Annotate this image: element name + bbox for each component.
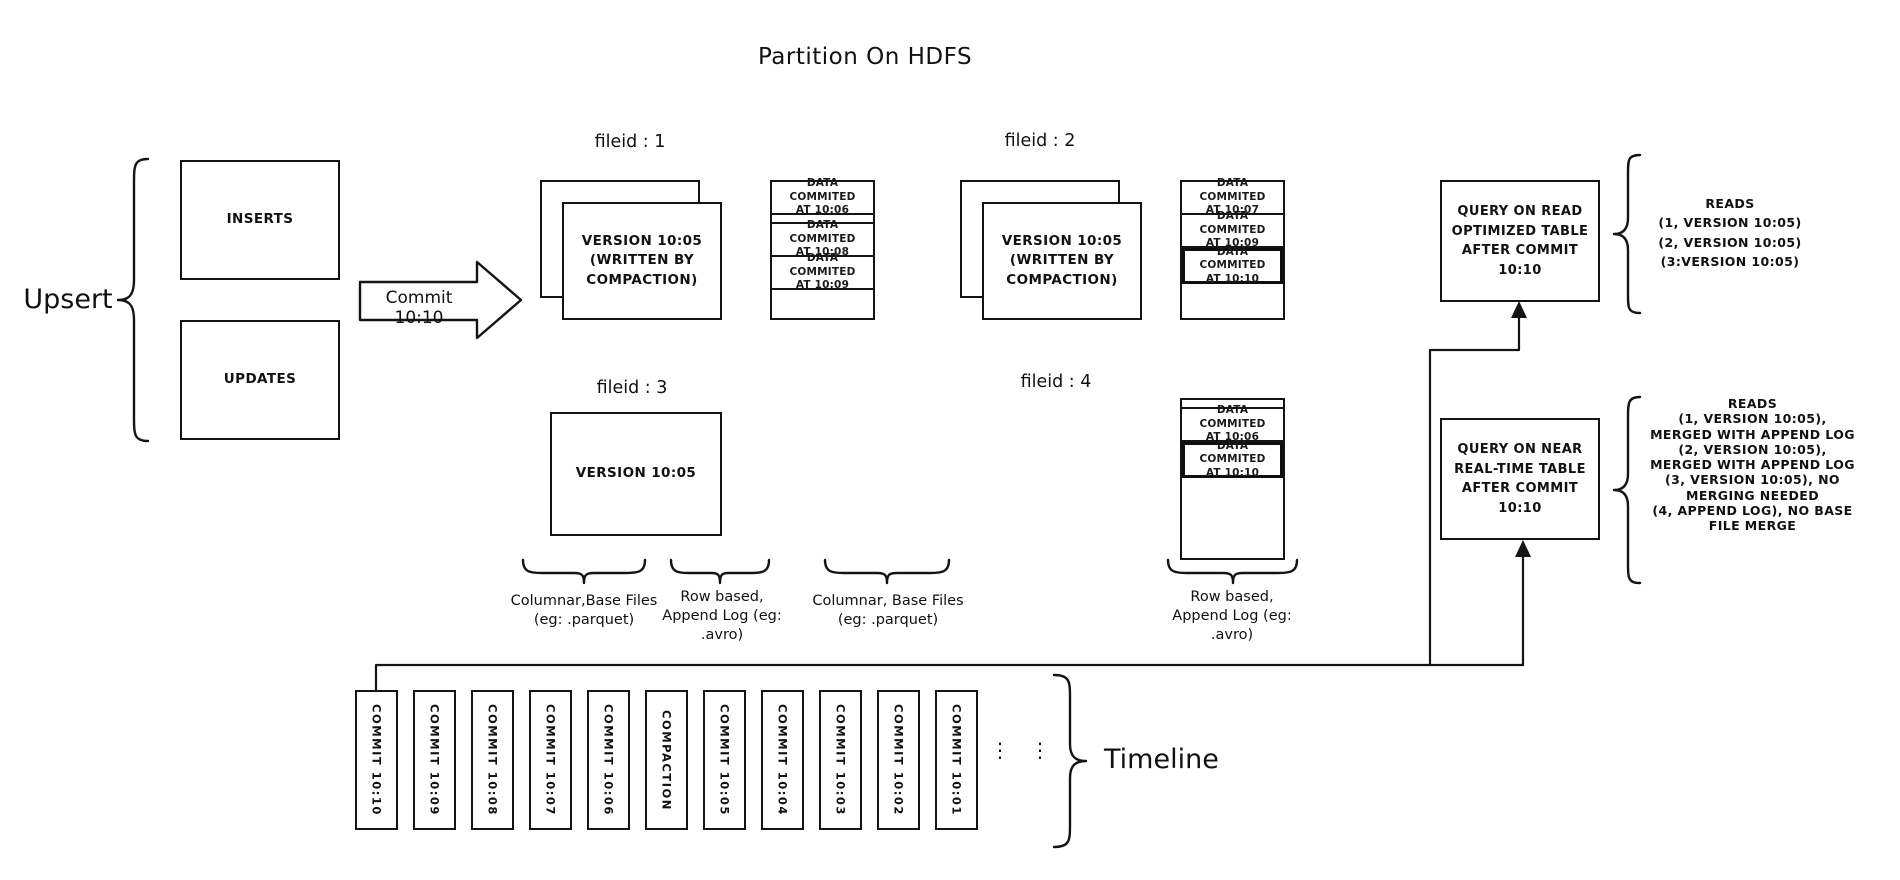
timeline-item-label: COMMIT 10:01 xyxy=(949,704,964,816)
reads-read-optimized: READS (1, VERSION 10:05) (2, VERSION 10:… xyxy=(1658,196,1802,270)
log-gap xyxy=(772,215,873,224)
fileid-2-base-text: VERSION 10:05 (WRITTEN BY COMPACTION) xyxy=(1001,233,1123,288)
columnar-1-brace xyxy=(521,558,647,585)
fileid-1-label: fileid : 1 xyxy=(594,132,666,152)
timeline-compaction: COMPACTION xyxy=(645,690,688,830)
timeline-commit-10-07: COMMIT 10:07 xyxy=(529,690,572,830)
timeline-commit-10-10: COMMIT 10:10 xyxy=(355,690,398,830)
query-near-real-time-text: QUERY ON NEAR REAL-TIME TABLE AFTER COMM… xyxy=(1454,442,1586,516)
rowlog-2-label: Row based, Append Log (eg: .avro) xyxy=(1172,589,1292,643)
fileid-3-label: fileid : 3 xyxy=(596,378,668,398)
log-entry-latest: DATA COMMITED AT 10:10 xyxy=(1182,246,1283,285)
log-entry: DATA COMMITED AT 10:07 xyxy=(1182,177,1283,216)
timeline-brace xyxy=(1052,673,1088,849)
log-entry: DATA COMMITED AT 10:09 xyxy=(1182,210,1283,249)
append-log-2: DATA COMMITED AT 10:07 DATA COMMITED AT … xyxy=(1180,177,1285,320)
timeline-commit-10-05: COMMIT 10:05 xyxy=(703,690,746,830)
fileid-3-base: VERSION 10:05 xyxy=(550,412,722,536)
query-read-optimized-box: QUERY ON READ OPTIMIZED TABLE AFTER COMM… xyxy=(1440,180,1600,302)
timeline-item-label: COMMIT 10:10 xyxy=(369,704,384,816)
timeline-commit-10-09: COMMIT 10:09 xyxy=(413,690,456,830)
timeline-item-label: COMMIT 10:03 xyxy=(833,704,848,816)
timeline-item-label: COMMIT 10:07 xyxy=(543,704,558,816)
timeline-commit-10-06: COMMIT 10:06 xyxy=(587,690,630,830)
timeline-row: COMMIT 10:10 COMMIT 10:09 COMMIT 10:08 C… xyxy=(355,690,978,830)
commit-arrow-label: Commit 10:10 xyxy=(385,288,453,328)
log-entry: DATA COMMITED AT 10:09 xyxy=(772,252,873,291)
fileid-3-base-text: VERSION 10:05 xyxy=(575,465,697,482)
rowlog-1-brace xyxy=(669,558,771,585)
timeline-item-label: COMMIT 10:06 xyxy=(601,704,616,816)
updates-box: UPDATES xyxy=(180,320,340,440)
timeline-ellipsis: ⋮ xyxy=(1030,738,1050,762)
page-title: Partition On HDFS xyxy=(757,44,973,70)
fileid-2-label: fileid : 2 xyxy=(1004,131,1076,151)
timeline-item-label: COMMIT 10:05 xyxy=(717,704,732,816)
inserts-label: INSERTS xyxy=(226,211,294,228)
timeline-item-label: COMPACTION xyxy=(659,709,674,811)
timeline-commit-10-03: COMMIT 10:03 xyxy=(819,690,862,830)
query-read-optimized-text: QUERY ON READ OPTIMIZED TABLE AFTER COMM… xyxy=(1451,204,1589,278)
upsert-brace xyxy=(116,157,150,443)
timeline-commit-10-04: COMMIT 10:04 xyxy=(761,690,804,830)
rowlog-2-brace xyxy=(1166,558,1299,585)
timeline-label: Timeline xyxy=(1104,744,1219,775)
append-log-1: DATA COMMITED AT 10:06 DATA COMMITED AT … xyxy=(770,177,875,320)
timeline-commit-10-01: COMMIT 10:01 xyxy=(935,690,978,830)
fileid-2-base-front: VERSION 10:05 (WRITTEN BY COMPACTION) xyxy=(982,202,1142,320)
columnar-2-brace xyxy=(823,558,951,585)
fileid-1-base-front: VERSION 10:05 (WRITTEN BY COMPACTION) xyxy=(562,202,722,320)
upsert-label: Upsert xyxy=(23,284,113,315)
updates-label: UPDATES xyxy=(223,371,297,388)
timeline-commit-10-08: COMMIT 10:08 xyxy=(471,690,514,830)
reads-near-real-time: READS (1, VERSION 10:05), MERGED WITH AP… xyxy=(1650,396,1855,533)
inserts-box: INSERTS xyxy=(180,160,340,280)
timeline-item-label: COMMIT 10:09 xyxy=(427,704,442,816)
log-entry-latest: DATA COMMITED AT 10:10 xyxy=(1182,440,1283,479)
log-entry: DATA COMMITED AT 10:06 xyxy=(1182,404,1283,443)
append-log-4: DATA COMMITED AT 10:06 DATA COMMITED AT … xyxy=(1180,398,1285,560)
reads-1-brace xyxy=(1612,153,1642,315)
rowlog-1-label: Row based, Append Log (eg: .avro) xyxy=(662,589,782,643)
reads-2-brace xyxy=(1612,395,1642,585)
log-gap xyxy=(1182,400,1283,409)
log-entry: DATA COMMITED AT 10:06 xyxy=(772,177,873,216)
commit-arrow-icon xyxy=(358,260,523,340)
columnar-2-label: Columnar, Base Files (eg: .parquet) xyxy=(812,593,964,628)
timeline-commit-10-02: COMMIT 10:02 xyxy=(877,690,920,830)
log-entry: DATA COMMITED AT 10:08 xyxy=(772,219,873,258)
columnar-1-label: Columnar,Base Files (eg: .parquet) xyxy=(510,593,658,628)
fileid-1-base-text: VERSION 10:05 (WRITTEN BY COMPACTION) xyxy=(581,233,703,288)
fileid-4-label: fileid : 4 xyxy=(1020,372,1092,392)
query-near-real-time-box: QUERY ON NEAR REAL-TIME TABLE AFTER COMM… xyxy=(1440,418,1600,540)
timeline-item-label: COMMIT 10:02 xyxy=(891,704,906,816)
timeline-ellipsis: ⋮ xyxy=(990,738,1010,762)
timeline-item-label: COMMIT 10:04 xyxy=(775,704,790,816)
timeline-item-label: COMMIT 10:08 xyxy=(485,704,500,816)
